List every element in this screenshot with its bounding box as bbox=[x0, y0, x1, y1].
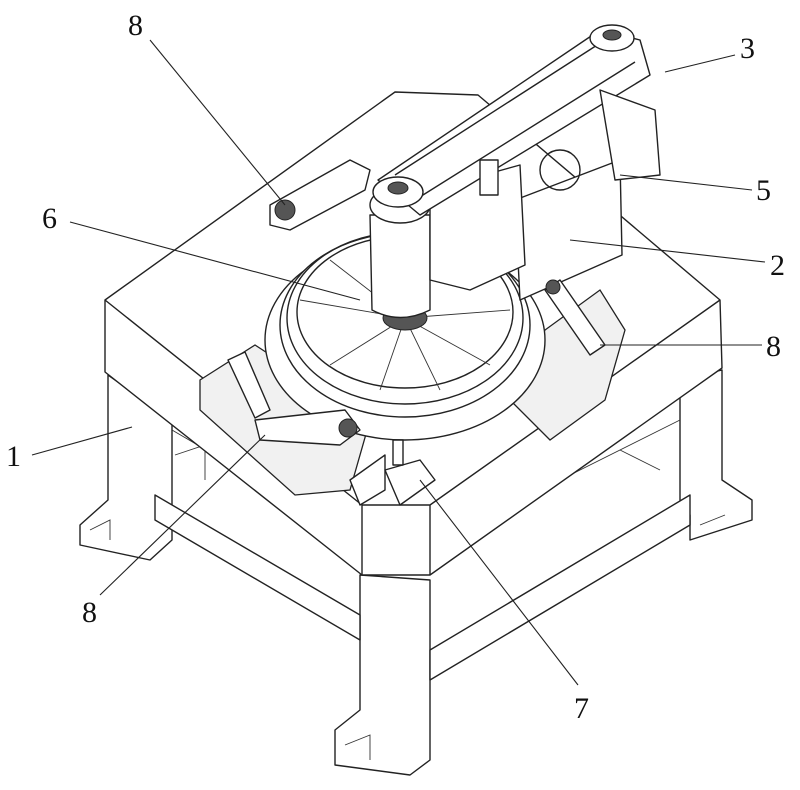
belt-drive bbox=[372, 24, 661, 216]
swing-arms bbox=[227, 159, 606, 446]
label-turntable: 6 bbox=[42, 202, 57, 235]
fixture bbox=[349, 439, 436, 506]
label-belt-drive: 3 bbox=[740, 32, 755, 65]
label-arm-top-left: 8 bbox=[128, 9, 143, 42]
label-motor: 5 bbox=[756, 174, 771, 207]
label-arm-right: 8 bbox=[766, 330, 781, 363]
housing bbox=[369, 159, 623, 319]
label-frame: 1 bbox=[6, 440, 21, 473]
label-housing: 2 bbox=[770, 249, 785, 282]
label-fixture: 7 bbox=[574, 692, 589, 725]
leader-lines bbox=[31, 39, 766, 686]
label-arm-bottom-left: 8 bbox=[82, 596, 97, 629]
